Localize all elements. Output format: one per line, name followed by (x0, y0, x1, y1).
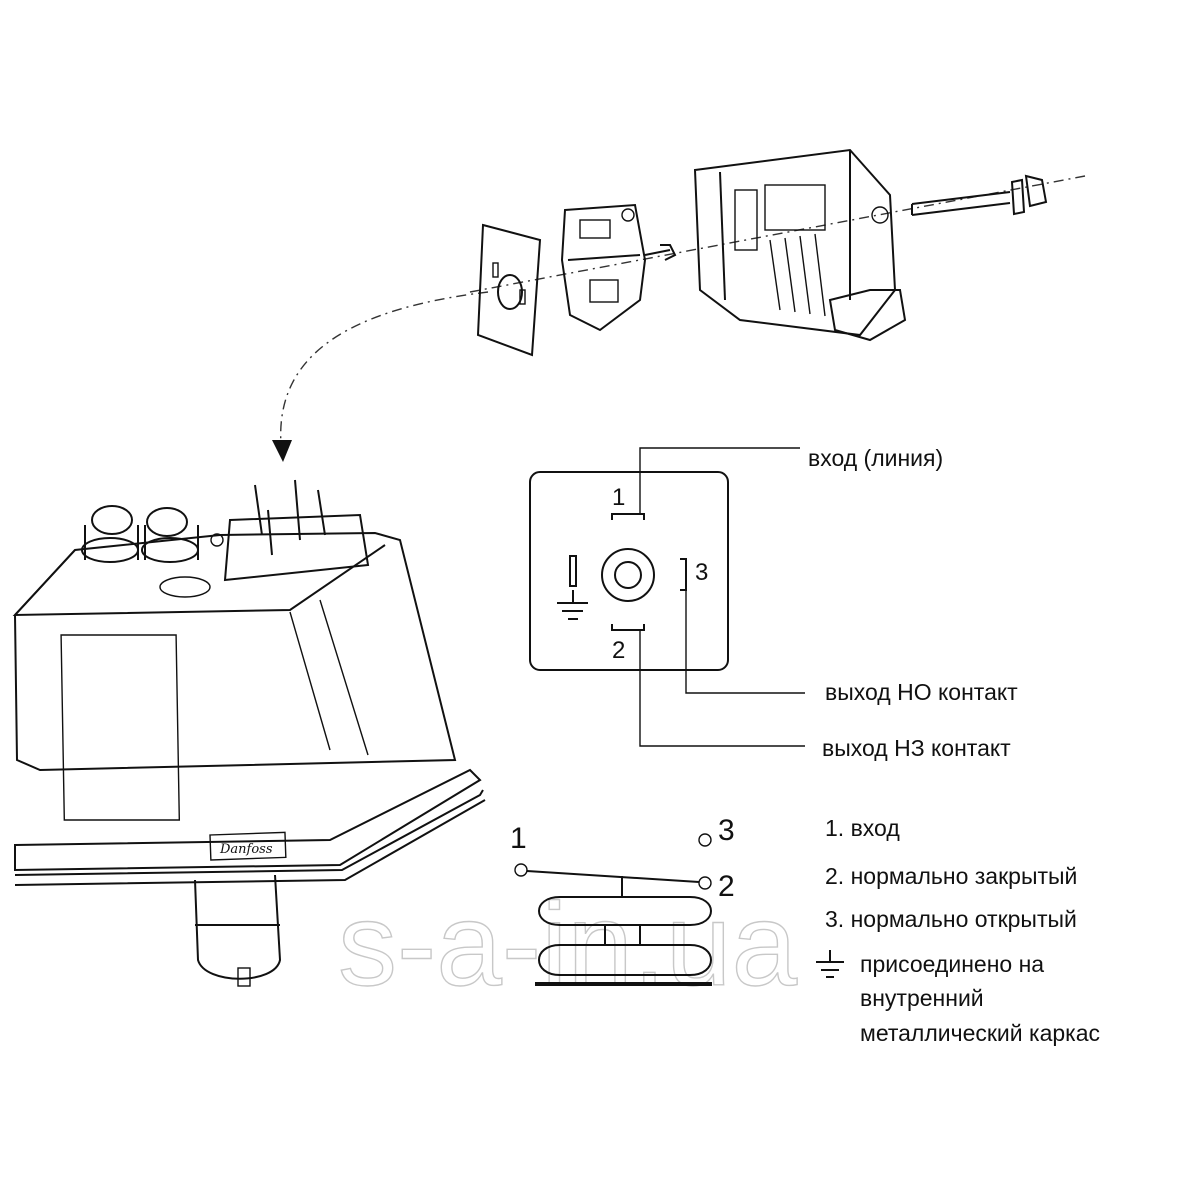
pin-3-label: 3 (695, 559, 708, 586)
leader-line-nc (639, 630, 805, 747)
danfoss-logo: Danfoss (219, 842, 273, 857)
pressure-switch-body: Danfoss (12, 479, 486, 987)
fixing-screw (911, 174, 1048, 216)
label-input-line: вход (линия) (808, 445, 943, 471)
ground-symbol-icon (557, 590, 588, 620)
legend: 1. вход 2. нормально закрытый 3. нормаль… (816, 815, 1100, 1046)
label-no-output: выход НО контакт (825, 679, 1018, 705)
pin-1-label: 1 (612, 484, 625, 511)
bellows-icon (538, 896, 712, 976)
pin-layout-diagram: 1 2 3 (529, 447, 805, 747)
label-nc-output: выход НЗ контакт (822, 735, 1011, 761)
terminal-2-label: 2 (718, 870, 735, 903)
legend-ground-line-3: металлический каркас (860, 1020, 1100, 1046)
legend-item-1: 1. вход (825, 815, 900, 841)
leader-line-input (639, 447, 800, 514)
assembly-curved-arrow (280, 291, 489, 456)
legend-item-2: 2. нормально закрытый (825, 863, 1077, 889)
terminal-1-label: 1 (510, 822, 527, 855)
legend-ground-line-2: внутренний (860, 985, 984, 1011)
terminal-block (560, 203, 677, 332)
terminal-3-label: 3 (718, 814, 735, 847)
legend-item-3: 3. нормально открытый (825, 906, 1077, 932)
legend-ground-line-1: присоединено на (860, 951, 1044, 977)
arrow-head-icon (272, 440, 292, 462)
pin-2-label: 2 (612, 637, 625, 664)
gasket-plate (476, 223, 542, 357)
switch-schematic: 1 3 2 (510, 814, 735, 986)
leader-line-no (685, 590, 805, 694)
ground-icon (816, 950, 844, 978)
connector-housing (693, 148, 907, 342)
